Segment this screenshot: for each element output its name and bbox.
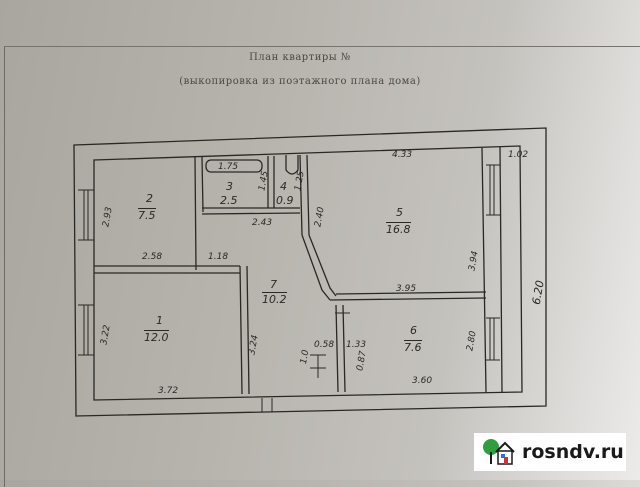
room-1-bottom-dim: 3.72 [158, 386, 179, 396]
room-6-number: 6 [410, 324, 417, 337]
room-7-area: 10.2 [262, 292, 287, 306]
watermark-text: rosndv.ru [522, 441, 624, 463]
room-2-area: 7.5 [138, 208, 156, 222]
room-3-area: 2.5 [220, 194, 238, 207]
room-4-area: 0.9 [276, 194, 294, 207]
room-4-number: 4 [280, 180, 287, 193]
room-6-area: 7.6 [404, 340, 422, 354]
closet-width-dim: 0.58 [314, 340, 335, 350]
plan-title: План квартиры № [249, 52, 351, 63]
tree-house-logo-icon [483, 439, 515, 465]
room-5-top-dim: 4.33 [392, 150, 413, 160]
balcony-width-dim: 1.02 [508, 150, 529, 160]
room-1-area: 12.0 [144, 330, 169, 344]
room-7-entry-dim: 1.18 [208, 252, 229, 262]
document-sheet-border [4, 46, 640, 487]
room-3-top-dim: 1.75 [218, 162, 239, 172]
plan-subtitle: (выкопировка из поэтажного плана дома) [179, 76, 421, 87]
room-3-number: 3 [226, 180, 233, 193]
room-2-bottom-dim: 2.58 [142, 252, 163, 262]
room-2-number: 2 [146, 192, 153, 205]
room-3-bottom-dim: 2.43 [252, 218, 273, 228]
room-1-number: 1 [156, 314, 163, 327]
room-5-area: 16.8 [386, 222, 411, 236]
room-7-number: 7 [270, 278, 277, 291]
room-5-number: 5 [396, 206, 403, 219]
closet2-width-dim: 1.33 [346, 340, 367, 350]
room-6-bottom-dim: 3.60 [412, 376, 433, 386]
rosndv-watermark[interactable]: rosndv.ru [474, 433, 626, 471]
room-5-bottom-dim: 3.95 [396, 284, 417, 294]
